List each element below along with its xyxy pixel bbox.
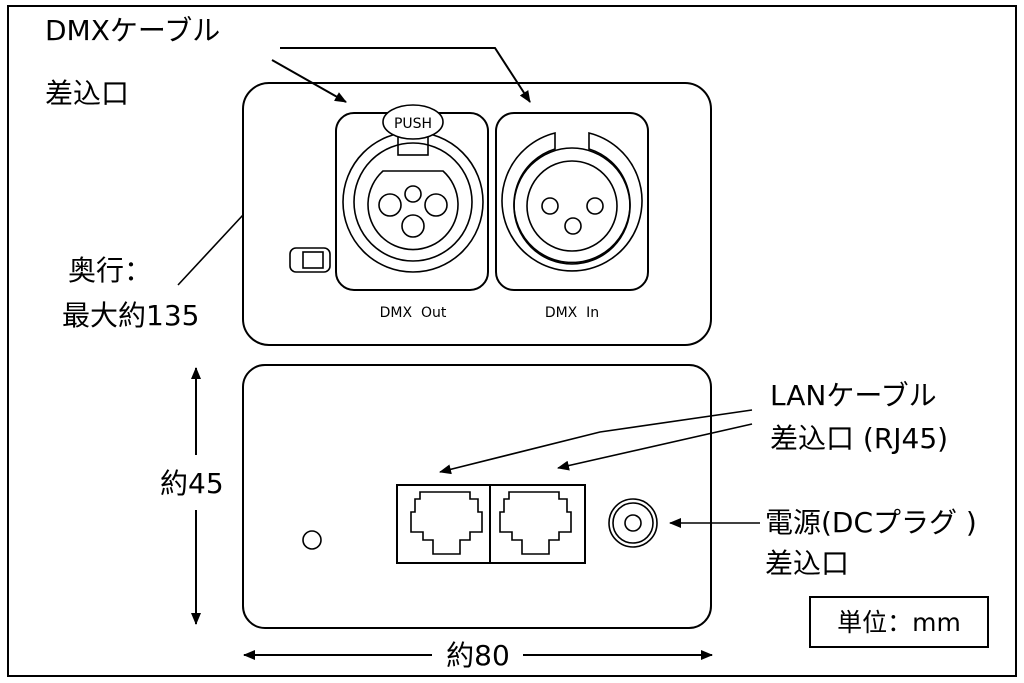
dmx-cable-label-2: 差込口 bbox=[45, 77, 129, 110]
power-label-1: 電源(DCプラグ ) bbox=[765, 506, 977, 539]
rj45-port-2 bbox=[499, 491, 572, 555]
dmx-out-arrow bbox=[271, 59, 347, 103]
rear-panel: PUSH DMX Out DMX In bbox=[242, 82, 712, 346]
power-label-2: 差込口 bbox=[765, 547, 849, 580]
lan-arrow-2 bbox=[557, 423, 753, 471]
depth-label-1: 奥行： bbox=[68, 254, 152, 287]
dmx-in-label: DMX In bbox=[545, 305, 599, 321]
rj45-ports bbox=[396, 484, 586, 564]
outer-frame bbox=[7, 5, 1017, 677]
width-label: 約80 bbox=[446, 639, 510, 672]
dmx-out-label: DMX Out bbox=[380, 305, 447, 321]
unit-box bbox=[809, 596, 989, 648]
dmx-in-connector bbox=[495, 112, 649, 291]
depth-label-2: 最大約135 bbox=[62, 299, 199, 332]
dmx-in-arrow bbox=[280, 47, 531, 103]
depth-leader bbox=[177, 214, 244, 286]
height-label: 約45 bbox=[160, 467, 224, 500]
lan-label-2: 差込口 (RJ45) bbox=[770, 422, 948, 455]
indicator-led bbox=[302, 530, 322, 550]
dmx-out-connector: PUSH bbox=[335, 104, 489, 291]
push-label: PUSH bbox=[394, 116, 432, 132]
dc-jack bbox=[608, 498, 658, 548]
dmx-cable-label-1: DMXケーブル bbox=[45, 14, 220, 47]
switch bbox=[289, 247, 331, 273]
front-panel bbox=[242, 364, 712, 629]
unit-label: 単位：mm bbox=[837, 608, 961, 637]
push-latch bbox=[382, 104, 444, 140]
rj45-port-1 bbox=[410, 491, 483, 555]
lan-arrow-1 bbox=[439, 409, 753, 475]
lan-label-1: LANケーブル bbox=[770, 379, 937, 412]
